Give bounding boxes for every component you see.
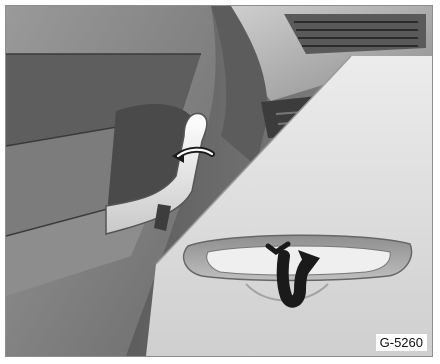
door-handle-illustration [6,6,432,356]
figure-frame: G-5260 [5,5,433,357]
figure-code: G-5260 [376,334,427,351]
air-vent-top [284,14,426,54]
